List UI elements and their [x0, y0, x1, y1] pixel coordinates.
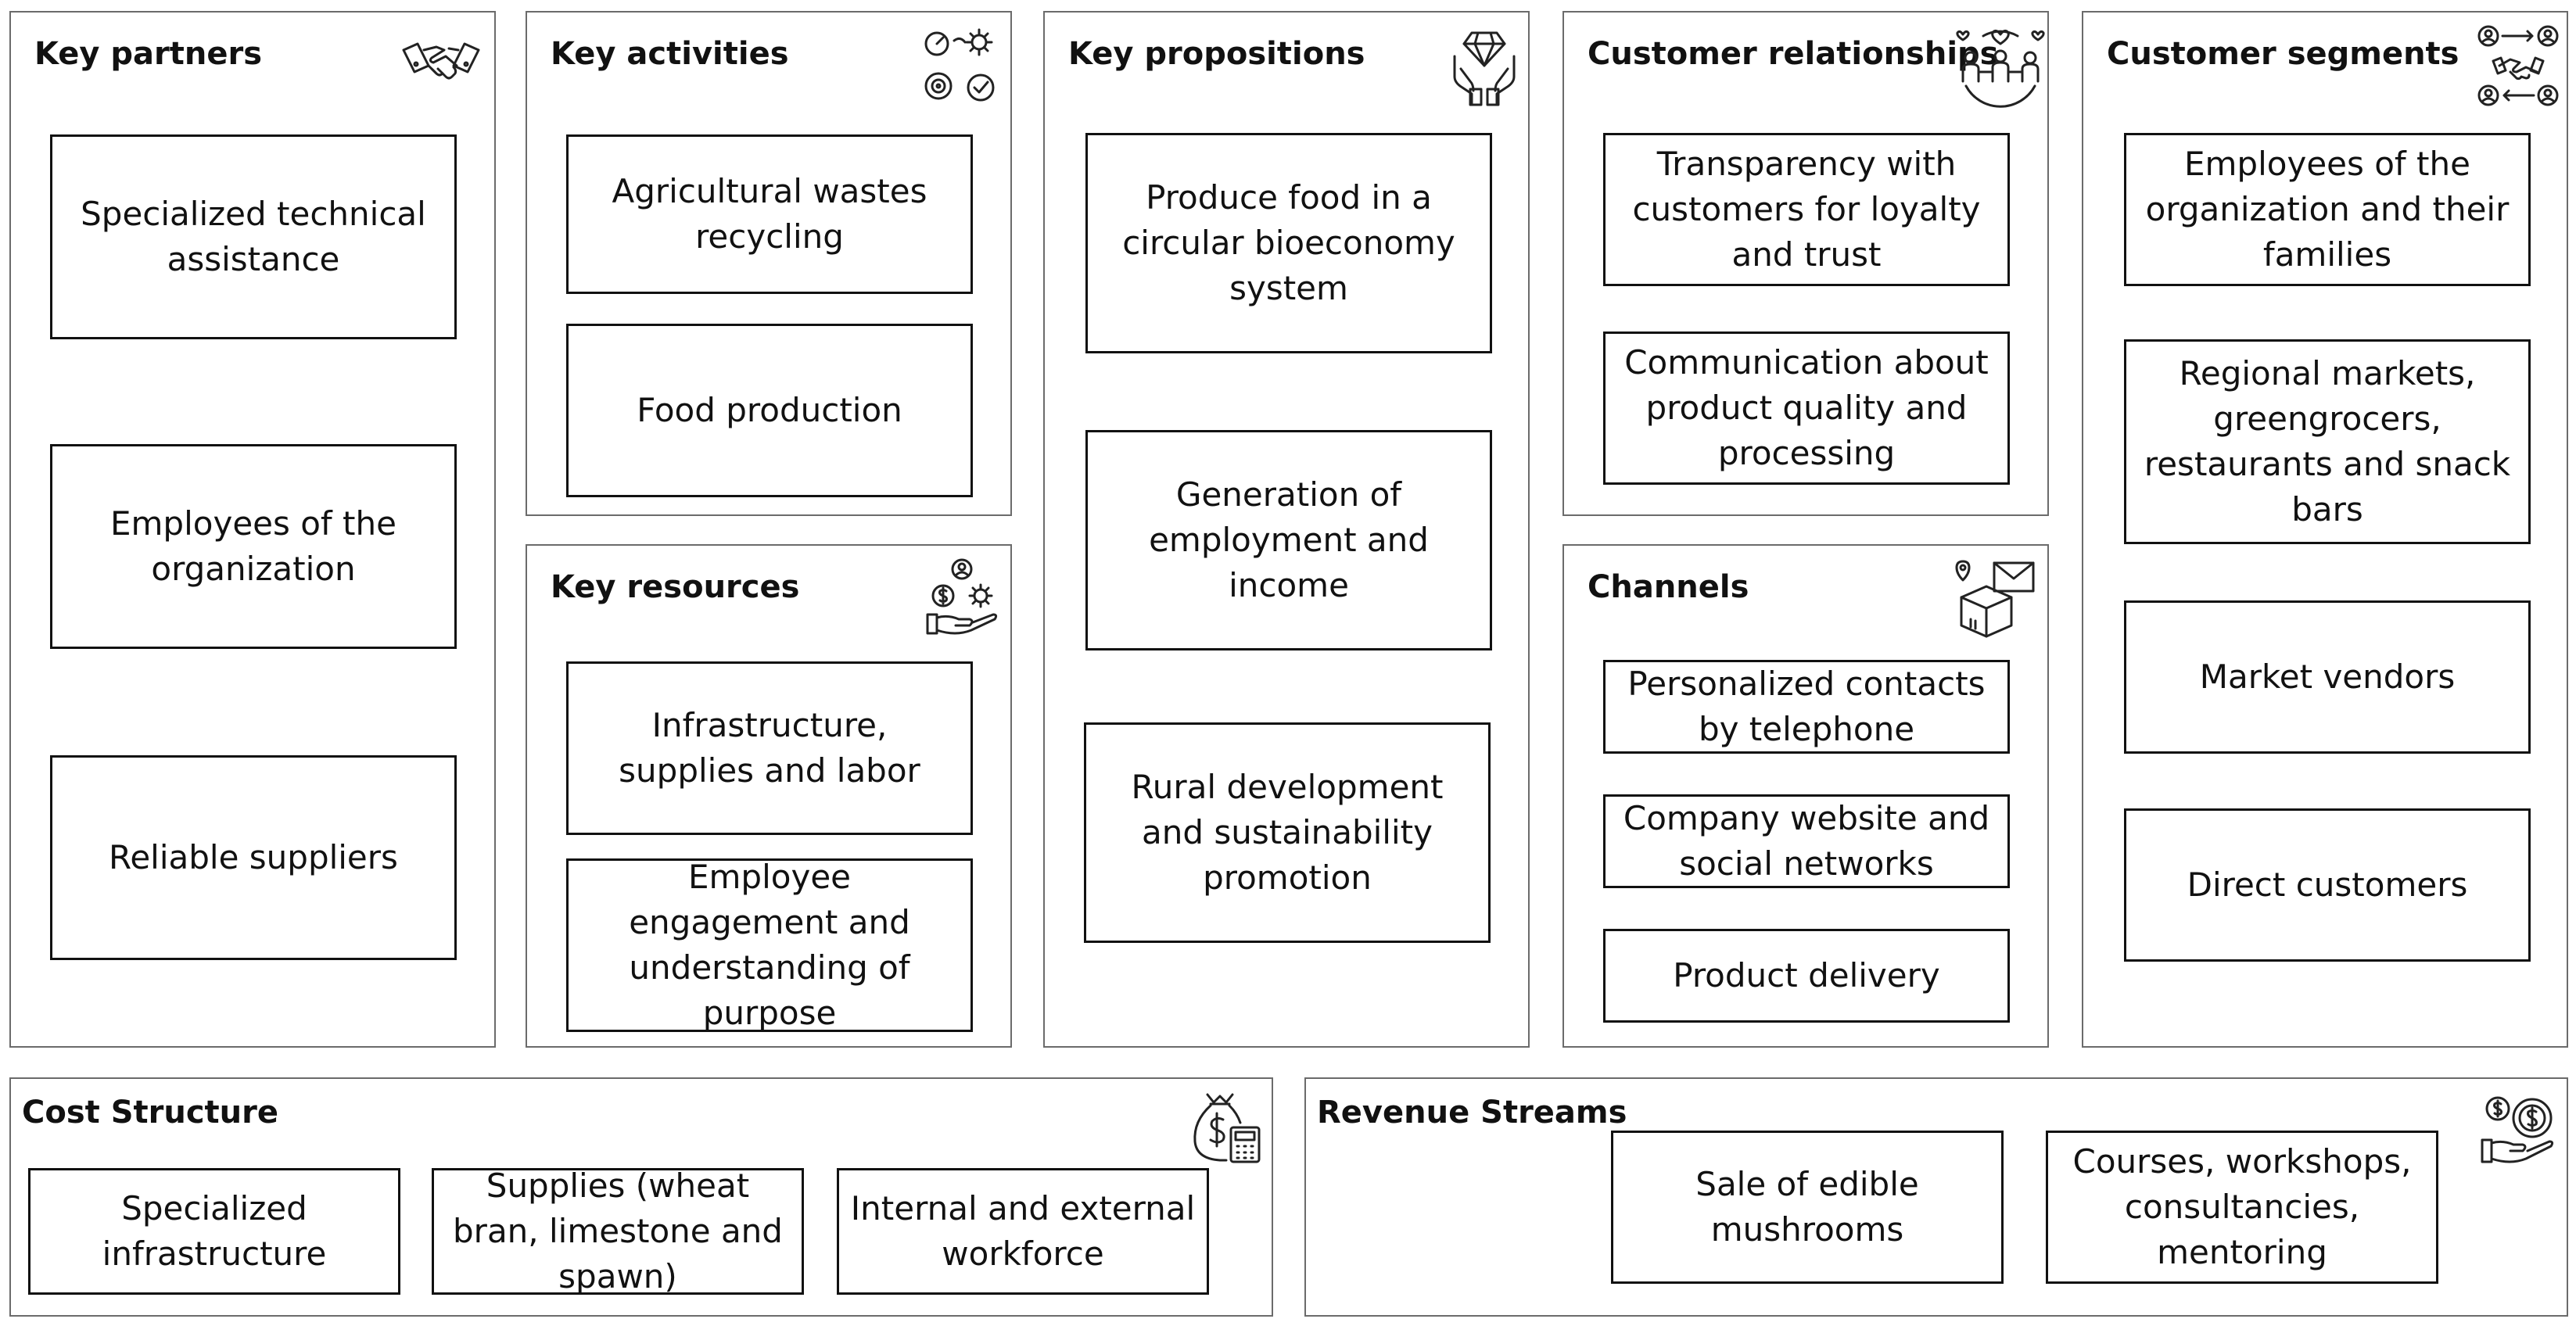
gears-target-check-icon: [920, 25, 1001, 106]
cost-structure-item-2: Supplies (wheat bran, limestone and spaw…: [432, 1167, 804, 1296]
customer-segments-item-4: Direct customers: [2124, 808, 2531, 962]
cost-structure-item-1: Specialized infrastructure: [28, 1168, 400, 1295]
customer-relationships-section: Customer relationships Transparency with…: [1562, 11, 2049, 516]
people-network-icon: [2476, 23, 2560, 108]
key-propositions-item-1: Produce food in a circular bioeconomy sy…: [1085, 133, 1492, 353]
key-partners-item-1: Specialized technical assistance: [50, 134, 457, 339]
key-propositions-title: Key propositions: [1068, 36, 1365, 72]
key-partners-section: Key partners Specialized technical assis…: [9, 11, 496, 1048]
diamond-hands-icon: [1450, 25, 1519, 106]
cost-structure-title: Cost Structure: [22, 1095, 278, 1131]
customer-segments-title: Customer segments: [2107, 36, 2459, 72]
key-partners-item-2: Employees of the organization: [50, 444, 457, 649]
cost-structure-item-3: Internal and external workforce: [837, 1168, 1209, 1295]
key-partners-item-3: Reliable suppliers: [50, 755, 457, 960]
revenue-streams-item-2: Courses, workshops, consultancies, mento…: [2046, 1131, 2438, 1284]
customer-relationships-item-2: Communication about product quality and …: [1603, 332, 2010, 485]
revenue-streams-item-1: Sale of edible mushrooms: [1611, 1131, 2004, 1284]
key-activities-section: Key activities Agricultural wastes recyc…: [526, 11, 1012, 516]
key-activities-item-1: Agricultural wastes recycling: [566, 134, 973, 294]
channels-item-3: Product delivery: [1603, 929, 2010, 1023]
customer-segments-item-1: Employees of the organization and their …: [2124, 133, 2531, 286]
customer-segments-item-3: Market vendors: [2124, 600, 2531, 754]
revenue-streams-section: Revenue Streams Sale of edible mushrooms…: [1304, 1077, 2568, 1317]
key-resources-title: Key resources: [551, 569, 800, 605]
hand-resources-icon: [924, 557, 1001, 638]
customer-segments-item-2: Regional markets, greengrocers, restaura…: [2124, 339, 2531, 544]
key-activities-item-2: Food production: [566, 324, 973, 497]
channels-title: Channels: [1588, 569, 1749, 605]
handshake-icon: [400, 33, 482, 89]
key-partners-title: Key partners: [34, 36, 263, 72]
key-propositions-item-3: Rural development and sustainability pro…: [1084, 722, 1491, 943]
cost-structure-section: Cost Structure Specialized infrastructur…: [9, 1077, 1273, 1317]
revenue-streams-title: Revenue Streams: [1317, 1095, 1627, 1131]
key-propositions-item-2: Generation of employment and income: [1085, 430, 1492, 650]
customer-segments-section: Customer segments Employees of the organ…: [2082, 11, 2568, 1048]
box-envelope-icon: [1955, 558, 2036, 640]
key-resources-item-2: Employee engagement and understanding of…: [566, 858, 973, 1032]
hand-coins-icon: [2479, 1095, 2560, 1163]
key-resources-item-1: Infrastructure, supplies and labor: [566, 661, 973, 835]
key-propositions-section: Key propositions Produce food in a circu…: [1043, 11, 1530, 1048]
customer-relationships-item-1: Transparency with customers for loyalty …: [1603, 133, 2010, 286]
channels-item-1: Personalized contacts by telephone: [1603, 660, 2010, 754]
key-resources-section: Key resources Infrastructure, supplies a…: [526, 544, 1012, 1048]
channels-section: Channels Personalized contacts by teleph…: [1562, 544, 2049, 1048]
people-hearts-icon: [1955, 23, 2046, 111]
customer-relationships-title: Customer relationships: [1588, 36, 1999, 72]
key-activities-title: Key activities: [551, 36, 789, 72]
money-bag-calculator-icon: [1190, 1090, 1262, 1165]
channels-item-2: Company website and social networks: [1603, 794, 2010, 888]
